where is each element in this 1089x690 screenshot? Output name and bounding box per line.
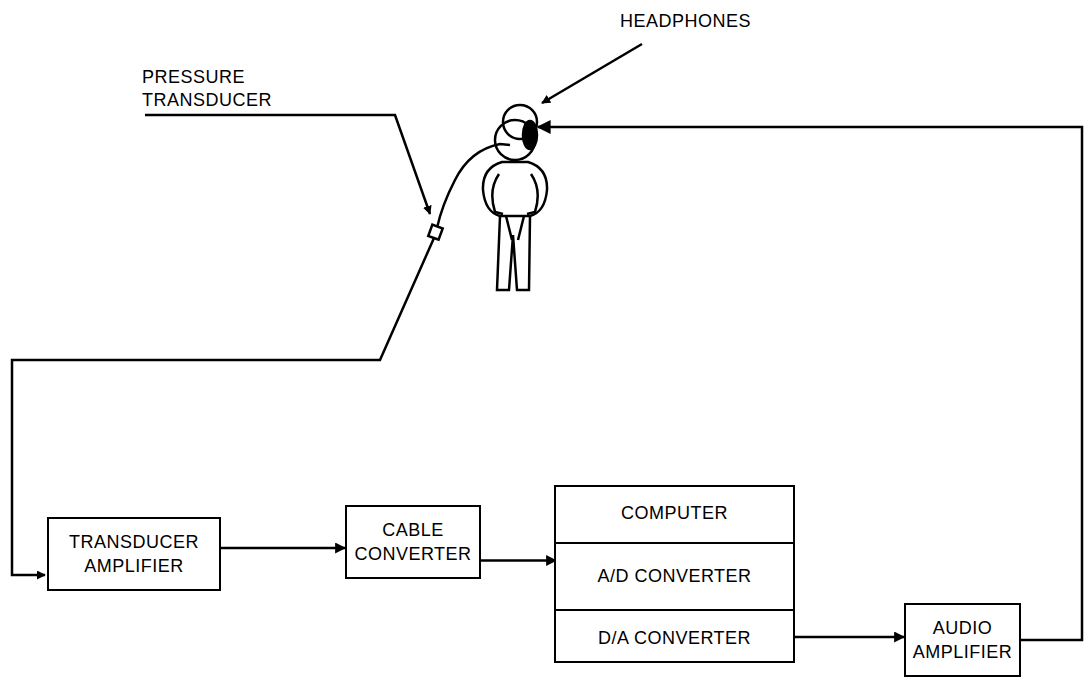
part-label: HEADPHONES	[618, 10, 753, 33]
box-label: TRANSDUCER AMPLIFIER	[49, 530, 219, 579]
signal-arrow	[221, 547, 345, 550]
signal-arrow	[481, 559, 556, 562]
box-label: D/A CONVERTER	[598, 626, 751, 650]
process-box: AUDIO AMPLIFIER	[904, 603, 1021, 677]
legs	[497, 216, 530, 290]
box-label: AUDIO AMPLIFIER	[906, 616, 1019, 665]
part-label: PRESSURE TRANSDUCER	[140, 66, 319, 113]
pressure-transducer	[428, 225, 442, 240]
process-box: CABLE CONVERTER	[345, 505, 481, 579]
box-label: A/D CONVERTER	[597, 564, 751, 588]
leader-line	[145, 115, 430, 214]
earcup	[523, 121, 537, 149]
box-label: COMPUTER	[621, 501, 728, 525]
arms	[492, 174, 537, 214]
computer-box: COMPUTER A/D CONVERTER D/A CONVERTER	[554, 485, 795, 663]
person-figure	[12, 44, 1082, 640]
converter-cell: A/D CONVERTER	[556, 542, 793, 609]
box-label: CABLE CONVERTER	[347, 518, 479, 567]
process-box: TRANSDUCER AMPLIFIER	[47, 517, 221, 591]
converter-cell: D/A CONVERTER	[556, 609, 793, 665]
torso	[483, 162, 547, 216]
pressure-tube	[437, 144, 510, 228]
signal-arrow	[793, 636, 904, 639]
leader-line	[542, 44, 642, 103]
hands	[506, 216, 524, 240]
